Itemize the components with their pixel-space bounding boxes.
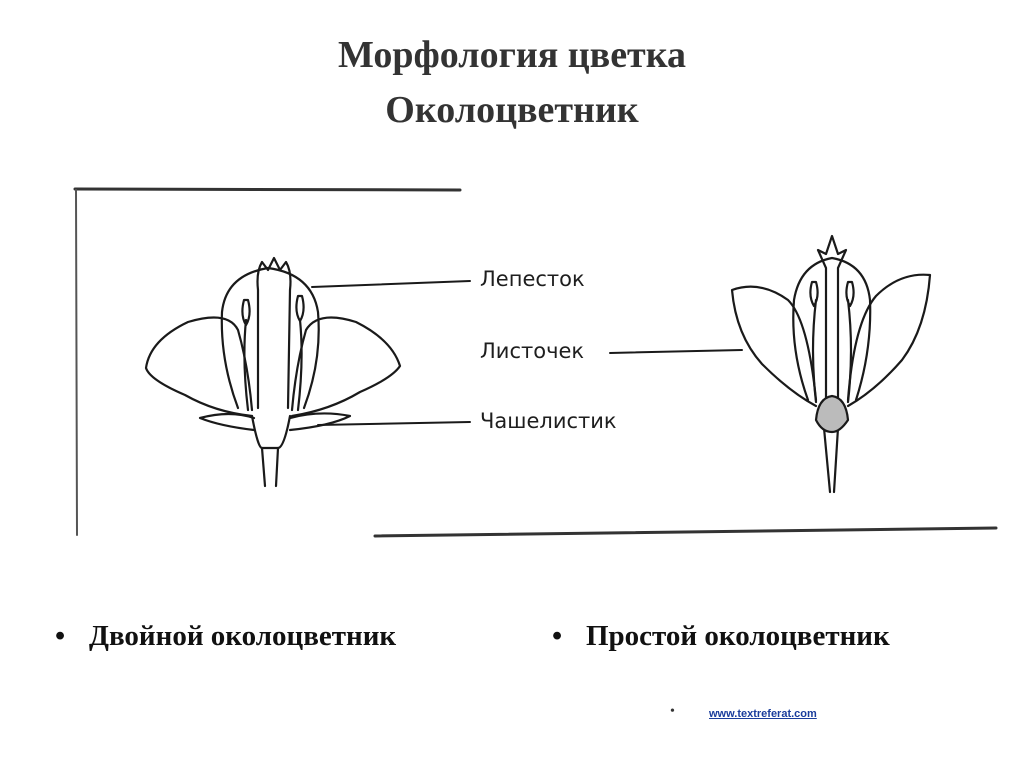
simple-perianth-flower <box>730 234 932 494</box>
flower-perianth-diagram: Лепесток Листочек Чашелистик <box>73 187 998 538</box>
frame-left-line <box>75 189 78 536</box>
left-stamen-left <box>241 298 251 412</box>
right-stamen-right <box>845 280 855 404</box>
left-receptacle <box>250 414 292 450</box>
label-petal: Лепесток <box>480 267 585 291</box>
bullet-marker: • <box>552 620 563 652</box>
left-stalk <box>260 446 280 488</box>
footer-source-link[interactable]: www.textreferat.com <box>709 708 817 720</box>
title-line-1: Морфология цветка <box>337 34 687 76</box>
left-stamen-right <box>295 294 305 412</box>
right-ovary <box>814 394 850 434</box>
left-sepal-left <box>198 412 256 432</box>
left-flower-left-petal <box>144 316 254 418</box>
leader-sepal <box>317 421 471 426</box>
left-pistil <box>256 256 292 410</box>
leader-leaflet <box>609 349 743 354</box>
frame-bottom-line <box>373 526 998 538</box>
right-flower-right-leaflet <box>846 273 932 408</box>
leader-petal <box>311 280 471 288</box>
right-flower-left-leaflet <box>730 285 818 408</box>
right-flower-inner-leaflet <box>792 256 872 402</box>
slide-title: Морфология цветка Околоцветник <box>0 28 1024 138</box>
right-stamen-left <box>809 280 819 404</box>
frame-top-line <box>73 187 462 192</box>
bullet-text: Двойной околоцветник <box>89 620 397 652</box>
double-perianth-flower <box>144 256 402 488</box>
footer-bullet: • <box>670 704 675 719</box>
label-sepal: Чашелистик <box>480 409 617 433</box>
bullet-text: Простой околоцветник <box>586 620 890 652</box>
label-leaflet: Листочек <box>480 339 584 363</box>
title-line-2: Околоцветник <box>385 89 639 131</box>
bullet-marker: • <box>55 620 66 652</box>
right-stalk <box>822 426 840 494</box>
bullet-simple-perianth: • Простой околоцветник <box>552 620 890 653</box>
left-sepal-right <box>288 412 352 432</box>
right-pistil <box>816 234 848 400</box>
bullet-double-perianth: • Двойной околоцветник <box>55 620 396 653</box>
left-flower-right-petal <box>290 316 402 418</box>
